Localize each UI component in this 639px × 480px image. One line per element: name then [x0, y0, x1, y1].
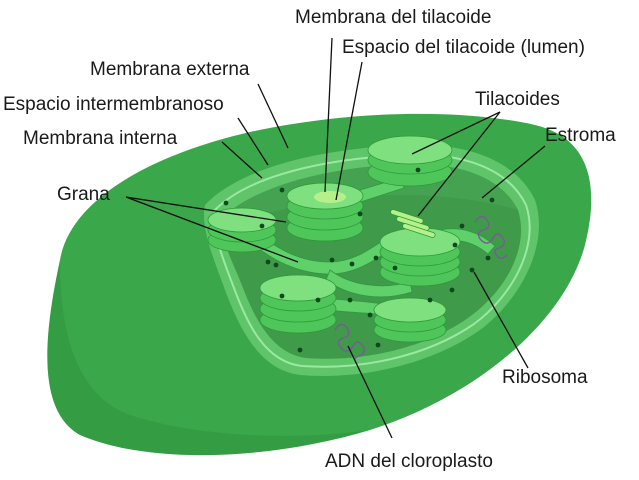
- leader-inner-membrane: [221, 141, 263, 179]
- leader-thylakoids-b: [417, 111, 501, 217]
- label-thylakoid-space: Espacio del tilacoide (lumen): [342, 37, 585, 58]
- label-outer-membrane: Membrana externa: [90, 59, 250, 80]
- leader-intermembrane: [237, 117, 269, 166]
- leader-ribosome: [473, 271, 529, 369]
- label-thylakoid-membrane: Membrana del tilacoide: [295, 7, 491, 28]
- label-stroma: Estroma: [545, 125, 616, 146]
- granum-bottom-left: [259, 274, 337, 334]
- thylakoid-cutaway: [390, 209, 436, 238]
- label-grana: Grana: [57, 184, 110, 205]
- label-intermembrane-space: Espacio intermembranoso: [3, 94, 224, 115]
- leader-lines: [125, 37, 546, 439]
- leader-thylakoid-membrane: [324, 37, 333, 193]
- granum-upper-center: [286, 182, 364, 242]
- chloroplast-body-shade: [47, 260, 370, 456]
- label-ribosome: Ribosoma: [502, 367, 588, 388]
- leader-thylakoid-space: [335, 61, 363, 201]
- leader-grana-a: [125, 196, 287, 223]
- granum-right-center: [379, 209, 461, 287]
- label-inner-membrane: Membrana interna: [23, 128, 178, 149]
- granum-bottom-right: [373, 297, 447, 343]
- ribosomes: [223, 167, 495, 353]
- chloroplast-dna-right: [474, 215, 508, 259]
- label-chloroplast-dna: ADN del cloroplasto: [325, 451, 493, 472]
- chloroplast-dna-left: [334, 323, 366, 365]
- leader-dna: [347, 345, 393, 439]
- thylakoid-lumen: [314, 191, 346, 203]
- granum-left: [207, 207, 277, 253]
- granum-top-right: [367, 135, 453, 187]
- label-thylakoids: Tilacoides: [475, 89, 560, 110]
- leader-stroma: [481, 145, 546, 199]
- leader-outer-membrane: [257, 83, 289, 149]
- leader-grana-b: [125, 196, 299, 263]
- leader-thylakoids-a: [411, 111, 501, 155]
